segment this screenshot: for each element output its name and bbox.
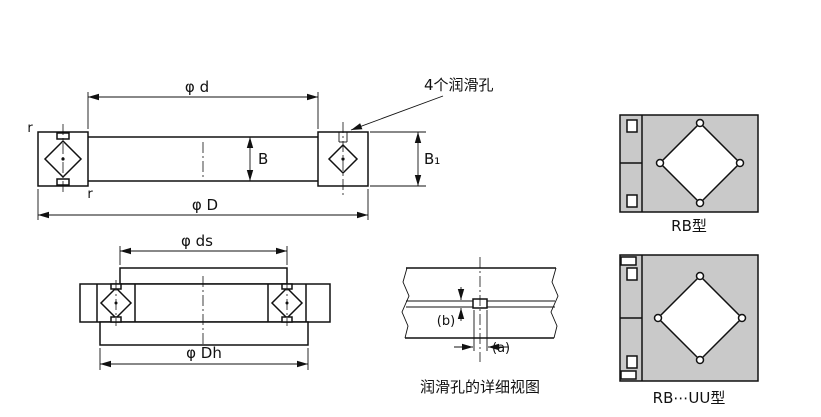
break-line-left <box>401 267 410 339</box>
rb-uu-type-label: RB⋯UU型 <box>653 389 726 407</box>
shaft-step <box>119 267 288 285</box>
rb-type-label: RB型 <box>671 217 707 235</box>
chamfer-label-r-bottom: r <box>87 187 93 202</box>
detail-caption: 润滑孔的详细视图 <box>420 378 540 396</box>
dim-label-phi-d: φ d <box>185 78 209 96</box>
rb-uu-pin-top <box>626 267 638 281</box>
dim-label-B: B <box>258 150 268 168</box>
chamfer-label-r-top: r <box>27 121 33 136</box>
rb-pin-top <box>626 119 638 133</box>
rb-pin-bottom <box>626 194 638 208</box>
mounted-view-linework <box>79 267 331 352</box>
mounted-view-dimensions: φ ds φ Dh <box>99 232 309 370</box>
rb-uu-section-linework <box>619 254 759 382</box>
figure-mounted-section-view: φ ds φ Dh <box>79 232 331 370</box>
detail-linework <box>401 257 559 362</box>
detail-dimensions: (b) (a) <box>437 287 510 356</box>
housing-step <box>99 321 309 346</box>
main-view-dimensions: φ d φ D B B₁ r r 4个润滑孔 <box>27 76 494 220</box>
lube-holes-callout-label: 4个润滑孔 <box>424 76 494 94</box>
break-line-right <box>550 267 559 339</box>
lube-callout-leader <box>350 95 444 131</box>
figure-main-section-view: φ d φ D B B₁ r r 4个润滑孔 <box>27 76 494 220</box>
rb-uu-seal-top <box>620 256 637 266</box>
figure-lube-hole-detail: (b) (a) 润滑孔的详细视图 <box>401 257 559 396</box>
rb-uu-pin-bottom <box>626 355 638 369</box>
dim-label-phi-D: φ D <box>192 196 218 214</box>
figure-rb-uu-type-section: RB⋯UU型 <box>619 254 759 407</box>
rb-uu-seal-bottom <box>620 370 637 380</box>
main-view-linework <box>37 122 369 196</box>
dim-label-a: (a) <box>492 341 510 356</box>
dim-label-phi-ds: φ ds <box>181 232 213 250</box>
rb-section-linework <box>619 114 759 213</box>
dim-label-b: (b) <box>437 314 455 329</box>
figure-rb-type-section: RB型 <box>619 114 759 235</box>
dim-label-B1: B₁ <box>424 150 440 168</box>
dim-label-phi-Dh: φ Dh <box>186 344 222 362</box>
